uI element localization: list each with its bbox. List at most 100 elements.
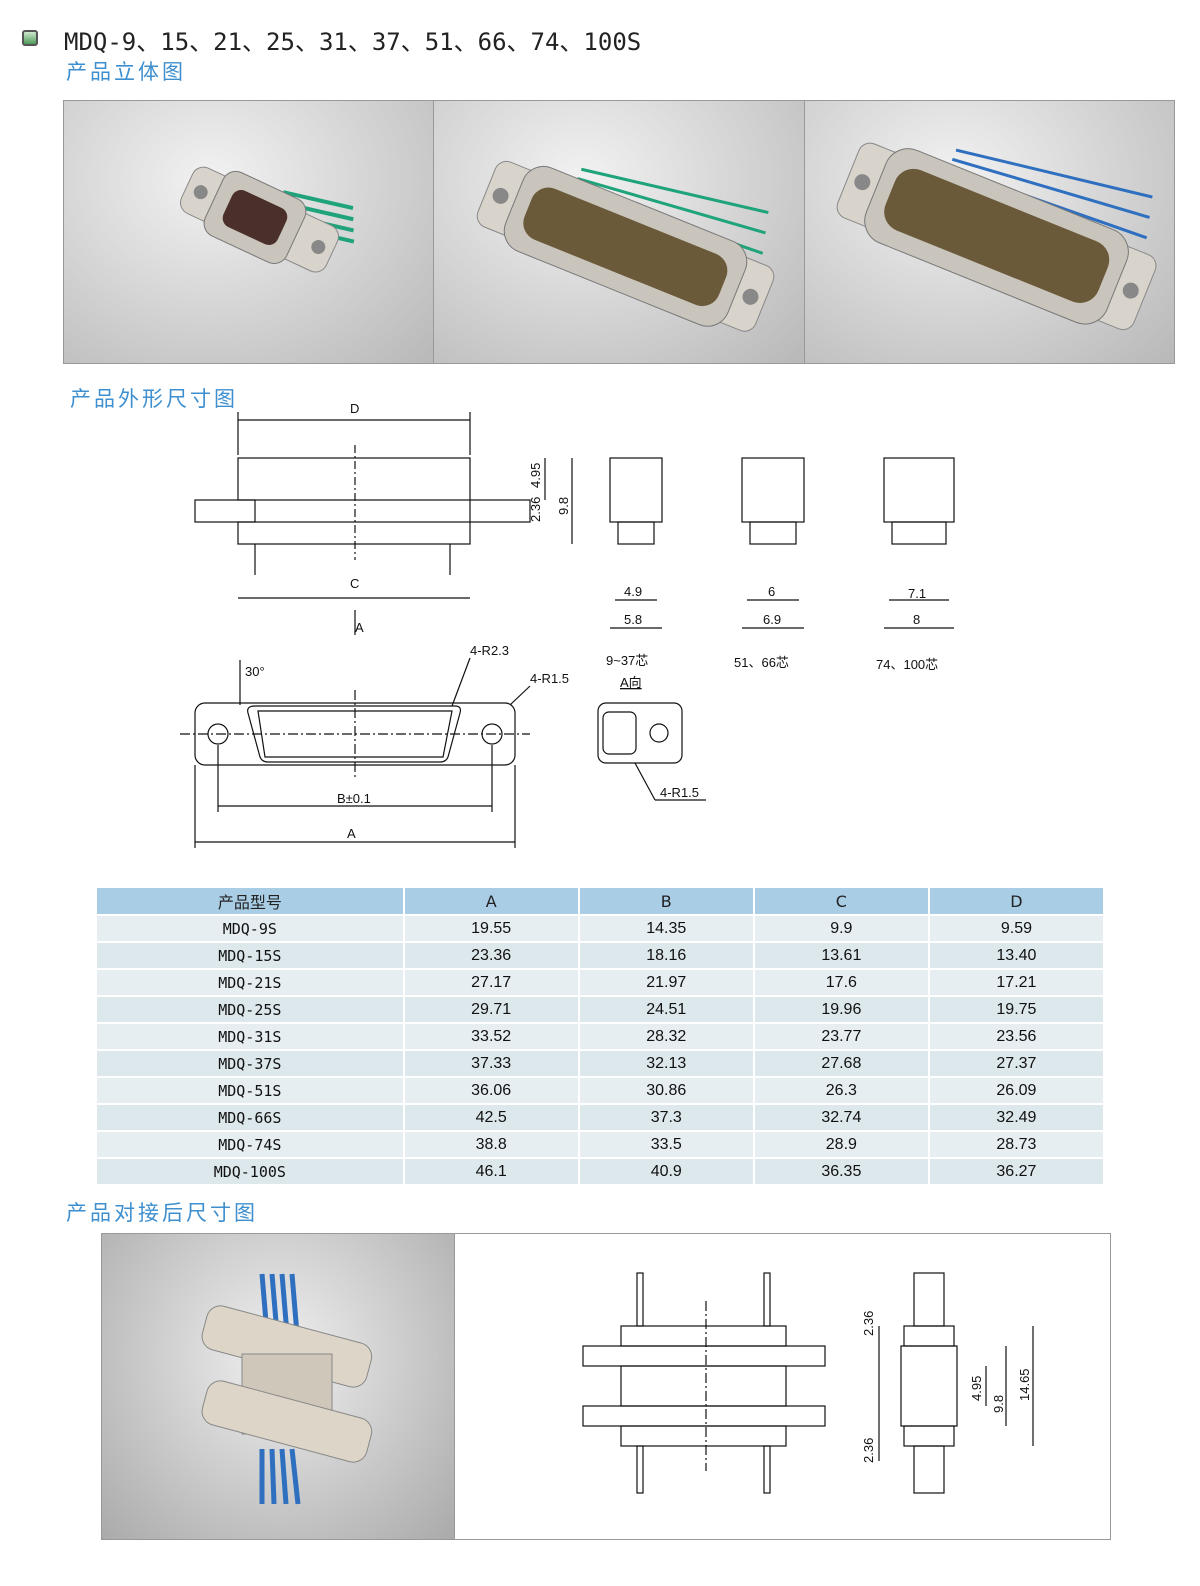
column-header: 产品型号: [97, 888, 403, 914]
dimension-cell: 21.97: [579, 970, 753, 995]
dimension-cell: 27.17: [404, 970, 578, 995]
model-cell: MDQ-21S: [97, 970, 403, 995]
dim-end1-inner: 4.9: [624, 584, 642, 599]
dim-end3-outer: 8: [913, 612, 920, 627]
dimension-cell: 23.56: [929, 1024, 1103, 1049]
model-cell: MDQ-66S: [97, 1105, 403, 1130]
dim-4.95: 4.95: [528, 463, 543, 488]
label-end2: 51、66芯: [734, 655, 789, 670]
dimension-cell: 37.33: [404, 1051, 578, 1076]
dim-end1-outer: 5.8: [624, 612, 642, 627]
model-cell: MDQ-74S: [97, 1132, 403, 1157]
dim-a-view-r1.5: 4-R1.5: [660, 785, 699, 800]
dimension-cell: 33.5: [579, 1132, 753, 1157]
mated-section: 2.36 2.36 4.95 9.8 14.65: [101, 1233, 1111, 1540]
dimension-cell: 38.8: [404, 1132, 578, 1157]
section-title-photos: 产品立体图: [66, 60, 186, 84]
dim-end2-outer: 6.9: [763, 612, 781, 627]
dim-end2-inner: 6: [768, 584, 775, 599]
label-end3: 74、100芯: [876, 657, 938, 672]
dimension-cell: 9.9: [754, 916, 928, 941]
dim-9.8: 9.8: [556, 497, 571, 515]
dimension-drawing: D 4.95 2.36 9.8 C A 4.9 5.8 9~37芯 6 6.9 …: [180, 401, 955, 848]
dim-D: D: [350, 401, 359, 416]
mated-end-view: [878, 1272, 1034, 1494]
column-header: B: [579, 888, 753, 914]
dimension-cell: 19.75: [929, 997, 1103, 1022]
a-direction-view: [597, 702, 706, 801]
column-header: C: [754, 888, 928, 914]
column-header: D: [929, 888, 1103, 914]
model-cell: MDQ-25S: [97, 997, 403, 1022]
dimension-cell: 30.86: [579, 1078, 753, 1103]
dim-r2.3: 4-R2.3: [470, 643, 509, 658]
end-view-3: [883, 457, 955, 629]
photo-medium-connector: [434, 101, 805, 363]
section-title-dimensions: 产品外形尺寸图: [70, 387, 238, 411]
dimension-cell: 33.52: [404, 1024, 578, 1049]
dim-A: A: [347, 826, 356, 841]
dim-bottom-2.36: 2.36: [861, 1438, 876, 1463]
view-arrow-A: A: [355, 620, 364, 635]
dimension-cell: 36.06: [404, 1078, 578, 1103]
dim-end3-inner: 7.1: [908, 586, 926, 601]
label-end1: 9~37芯: [606, 653, 648, 668]
dimension-cell: 17.6: [754, 970, 928, 995]
dimension-cell: 46.1: [404, 1159, 578, 1184]
dimension-cell: 14.35: [579, 916, 753, 941]
dimension-cell: 9.59: [929, 916, 1103, 941]
dimension-cell: 28.9: [754, 1132, 928, 1157]
dim-B: B±0.1: [337, 791, 371, 806]
dimension-cell: 18.16: [579, 943, 753, 968]
dimension-cell: 36.27: [929, 1159, 1103, 1184]
green-square-bullet-icon: [22, 30, 38, 46]
dim-9.8: 9.8: [991, 1395, 1006, 1413]
dimension-cell: 24.51: [579, 997, 753, 1022]
section-title-mated: 产品对接后尺寸图: [66, 1201, 258, 1225]
model-cell: MDQ-9S: [97, 916, 403, 941]
label-a-view: A向: [620, 675, 642, 690]
dimension-cell: 19.55: [404, 916, 578, 941]
model-cell: MDQ-51S: [97, 1078, 403, 1103]
model-cell: MDQ-100S: [97, 1159, 403, 1184]
dimension-cell: 23.77: [754, 1024, 928, 1049]
photo-small-connector: [64, 101, 435, 363]
dimension-cell: 23.36: [404, 943, 578, 968]
dimension-cell: 37.3: [579, 1105, 753, 1130]
dimension-cell: 28.32: [579, 1024, 753, 1049]
front-view: [180, 657, 531, 848]
model-cell: MDQ-37S: [97, 1051, 403, 1076]
dimension-cell: 32.49: [929, 1105, 1103, 1130]
dim-top-2.36: 2.36: [861, 1311, 876, 1336]
photo-large-connector: [804, 101, 1174, 363]
product-title: MDQ-9、15、21、25、31、37、51、66、74、100S: [64, 28, 642, 56]
dimension-cell: 27.68: [754, 1051, 928, 1076]
dimension-cell: 19.96: [754, 997, 928, 1022]
dimension-cell: 13.40: [929, 943, 1103, 968]
mated-drawing: 2.36 2.36 4.95 9.8 14.65: [582, 1272, 1034, 1494]
end-view-1: [609, 457, 663, 629]
dim-angle: 30°: [245, 664, 265, 679]
dimension-cell: 26.09: [929, 1078, 1103, 1103]
dimension-cell: 42.5: [404, 1105, 578, 1130]
dimension-cell: 32.74: [754, 1105, 928, 1130]
dimension-cell: 29.71: [404, 997, 578, 1022]
dimension-cell: 32.13: [579, 1051, 753, 1076]
dimension-cell: 13.61: [754, 943, 928, 968]
model-cell: MDQ-31S: [97, 1024, 403, 1049]
side-view: [194, 412, 573, 635]
column-header: A: [404, 888, 578, 914]
photo-mated-connectors: [102, 1234, 455, 1539]
dim-2.36: 2.36: [528, 497, 543, 522]
mated-side-view: [582, 1272, 826, 1494]
